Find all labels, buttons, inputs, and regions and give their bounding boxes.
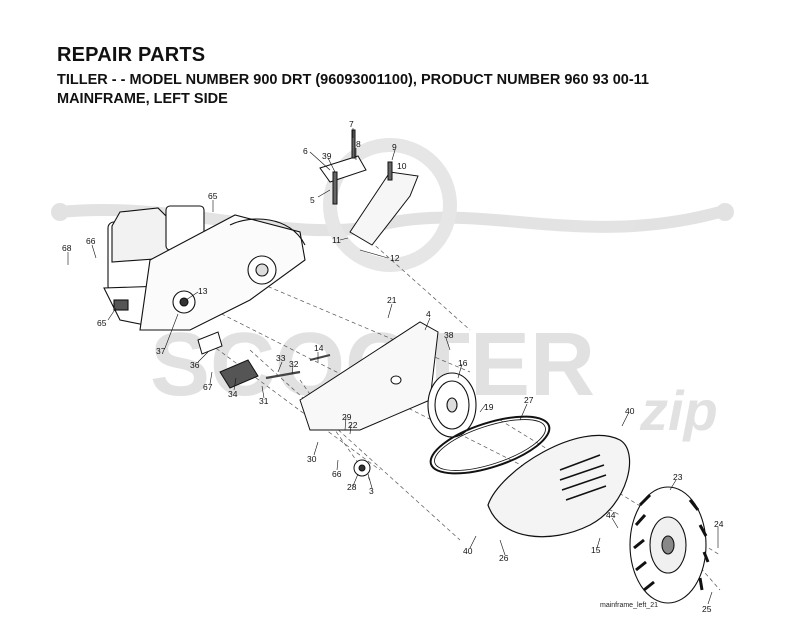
part-36-bracket bbox=[197, 331, 223, 355]
bolt-14 bbox=[309, 354, 331, 361]
callout: 39 bbox=[322, 151, 332, 161]
shield-assembly bbox=[319, 129, 419, 246]
tine-wheel bbox=[629, 486, 710, 604]
callout: 37 bbox=[156, 346, 166, 356]
leader-lines bbox=[67, 128, 719, 605]
callout: 30 bbox=[307, 454, 317, 464]
callout: 38 bbox=[444, 330, 454, 340]
callout: 6 bbox=[303, 146, 308, 156]
callout: 36 bbox=[190, 360, 200, 370]
callout: 34 bbox=[228, 389, 238, 399]
section-title: MAINFRAME, LEFT SIDE bbox=[57, 91, 228, 107]
engine-assembly bbox=[103, 205, 306, 331]
model-subtitle: TILLER - - MODEL NUMBER 900 DRT (9609300… bbox=[57, 72, 649, 88]
callout: 68 bbox=[62, 243, 72, 253]
belt-27 bbox=[429, 415, 551, 475]
callout: 67 bbox=[203, 382, 213, 392]
callout: 11 bbox=[332, 235, 341, 245]
callout: 33 bbox=[276, 353, 286, 363]
watermark-dot-right bbox=[716, 203, 734, 221]
part-34 bbox=[219, 359, 259, 389]
page-title: REPAIR PARTS bbox=[57, 44, 206, 66]
figure-id: mainframe_left_21 bbox=[600, 602, 658, 609]
callout: 8 bbox=[356, 139, 361, 149]
callout: 27 bbox=[524, 395, 534, 405]
callout: 25 bbox=[702, 604, 712, 614]
callout: 5 bbox=[310, 195, 315, 205]
shield-bolt bbox=[387, 161, 393, 181]
callout: 15 bbox=[591, 545, 601, 555]
callout: 29 bbox=[342, 412, 352, 422]
watermark-suffix: zip bbox=[639, 379, 718, 442]
callout: 24 bbox=[714, 519, 724, 529]
callout: 31 bbox=[259, 396, 269, 406]
drive-pulley bbox=[427, 372, 551, 475]
callout: 4 bbox=[426, 309, 431, 319]
callout: 32 bbox=[289, 359, 299, 369]
hub bbox=[661, 535, 675, 555]
bracket-bolt bbox=[332, 171, 338, 205]
callout: 65 bbox=[208, 191, 218, 201]
callout: 66 bbox=[86, 236, 96, 246]
plate-hole bbox=[390, 375, 402, 385]
callout: 44 bbox=[606, 510, 616, 520]
callouts: 7 6 39 8 9 10 5 11 12 65 68 66 13 65 37 … bbox=[62, 119, 724, 614]
callout: 65 bbox=[97, 318, 107, 328]
callout: 16 bbox=[458, 358, 468, 368]
watermark-dot-left bbox=[51, 203, 69, 221]
screw-7 bbox=[351, 129, 356, 159]
callout: 23 bbox=[673, 472, 683, 482]
shield-bracket bbox=[319, 155, 367, 183]
belt-shield-cover bbox=[349, 171, 419, 246]
callout: 21 bbox=[387, 295, 397, 305]
callout: 10 bbox=[397, 161, 407, 171]
belt-cover-26 bbox=[487, 434, 631, 538]
callout: 40 bbox=[463, 546, 473, 556]
mainframe-hood bbox=[229, 218, 306, 246]
callout: 7 bbox=[349, 119, 354, 129]
engine-bolt bbox=[113, 299, 129, 311]
callout: 14 bbox=[314, 343, 324, 353]
callout: 22 bbox=[348, 420, 358, 430]
callout: 66 bbox=[332, 469, 342, 479]
callout: 3 bbox=[369, 486, 374, 496]
callout: 26 bbox=[499, 553, 509, 563]
watermark-ring bbox=[323, 138, 457, 272]
callout: 28 bbox=[347, 482, 357, 492]
callout: 9 bbox=[392, 142, 397, 152]
bolt-32 bbox=[265, 370, 301, 380]
callout: 12 bbox=[390, 253, 400, 263]
callout: 13 bbox=[198, 286, 208, 296]
callout: 40 bbox=[625, 406, 635, 416]
callout: 19 bbox=[484, 402, 494, 412]
